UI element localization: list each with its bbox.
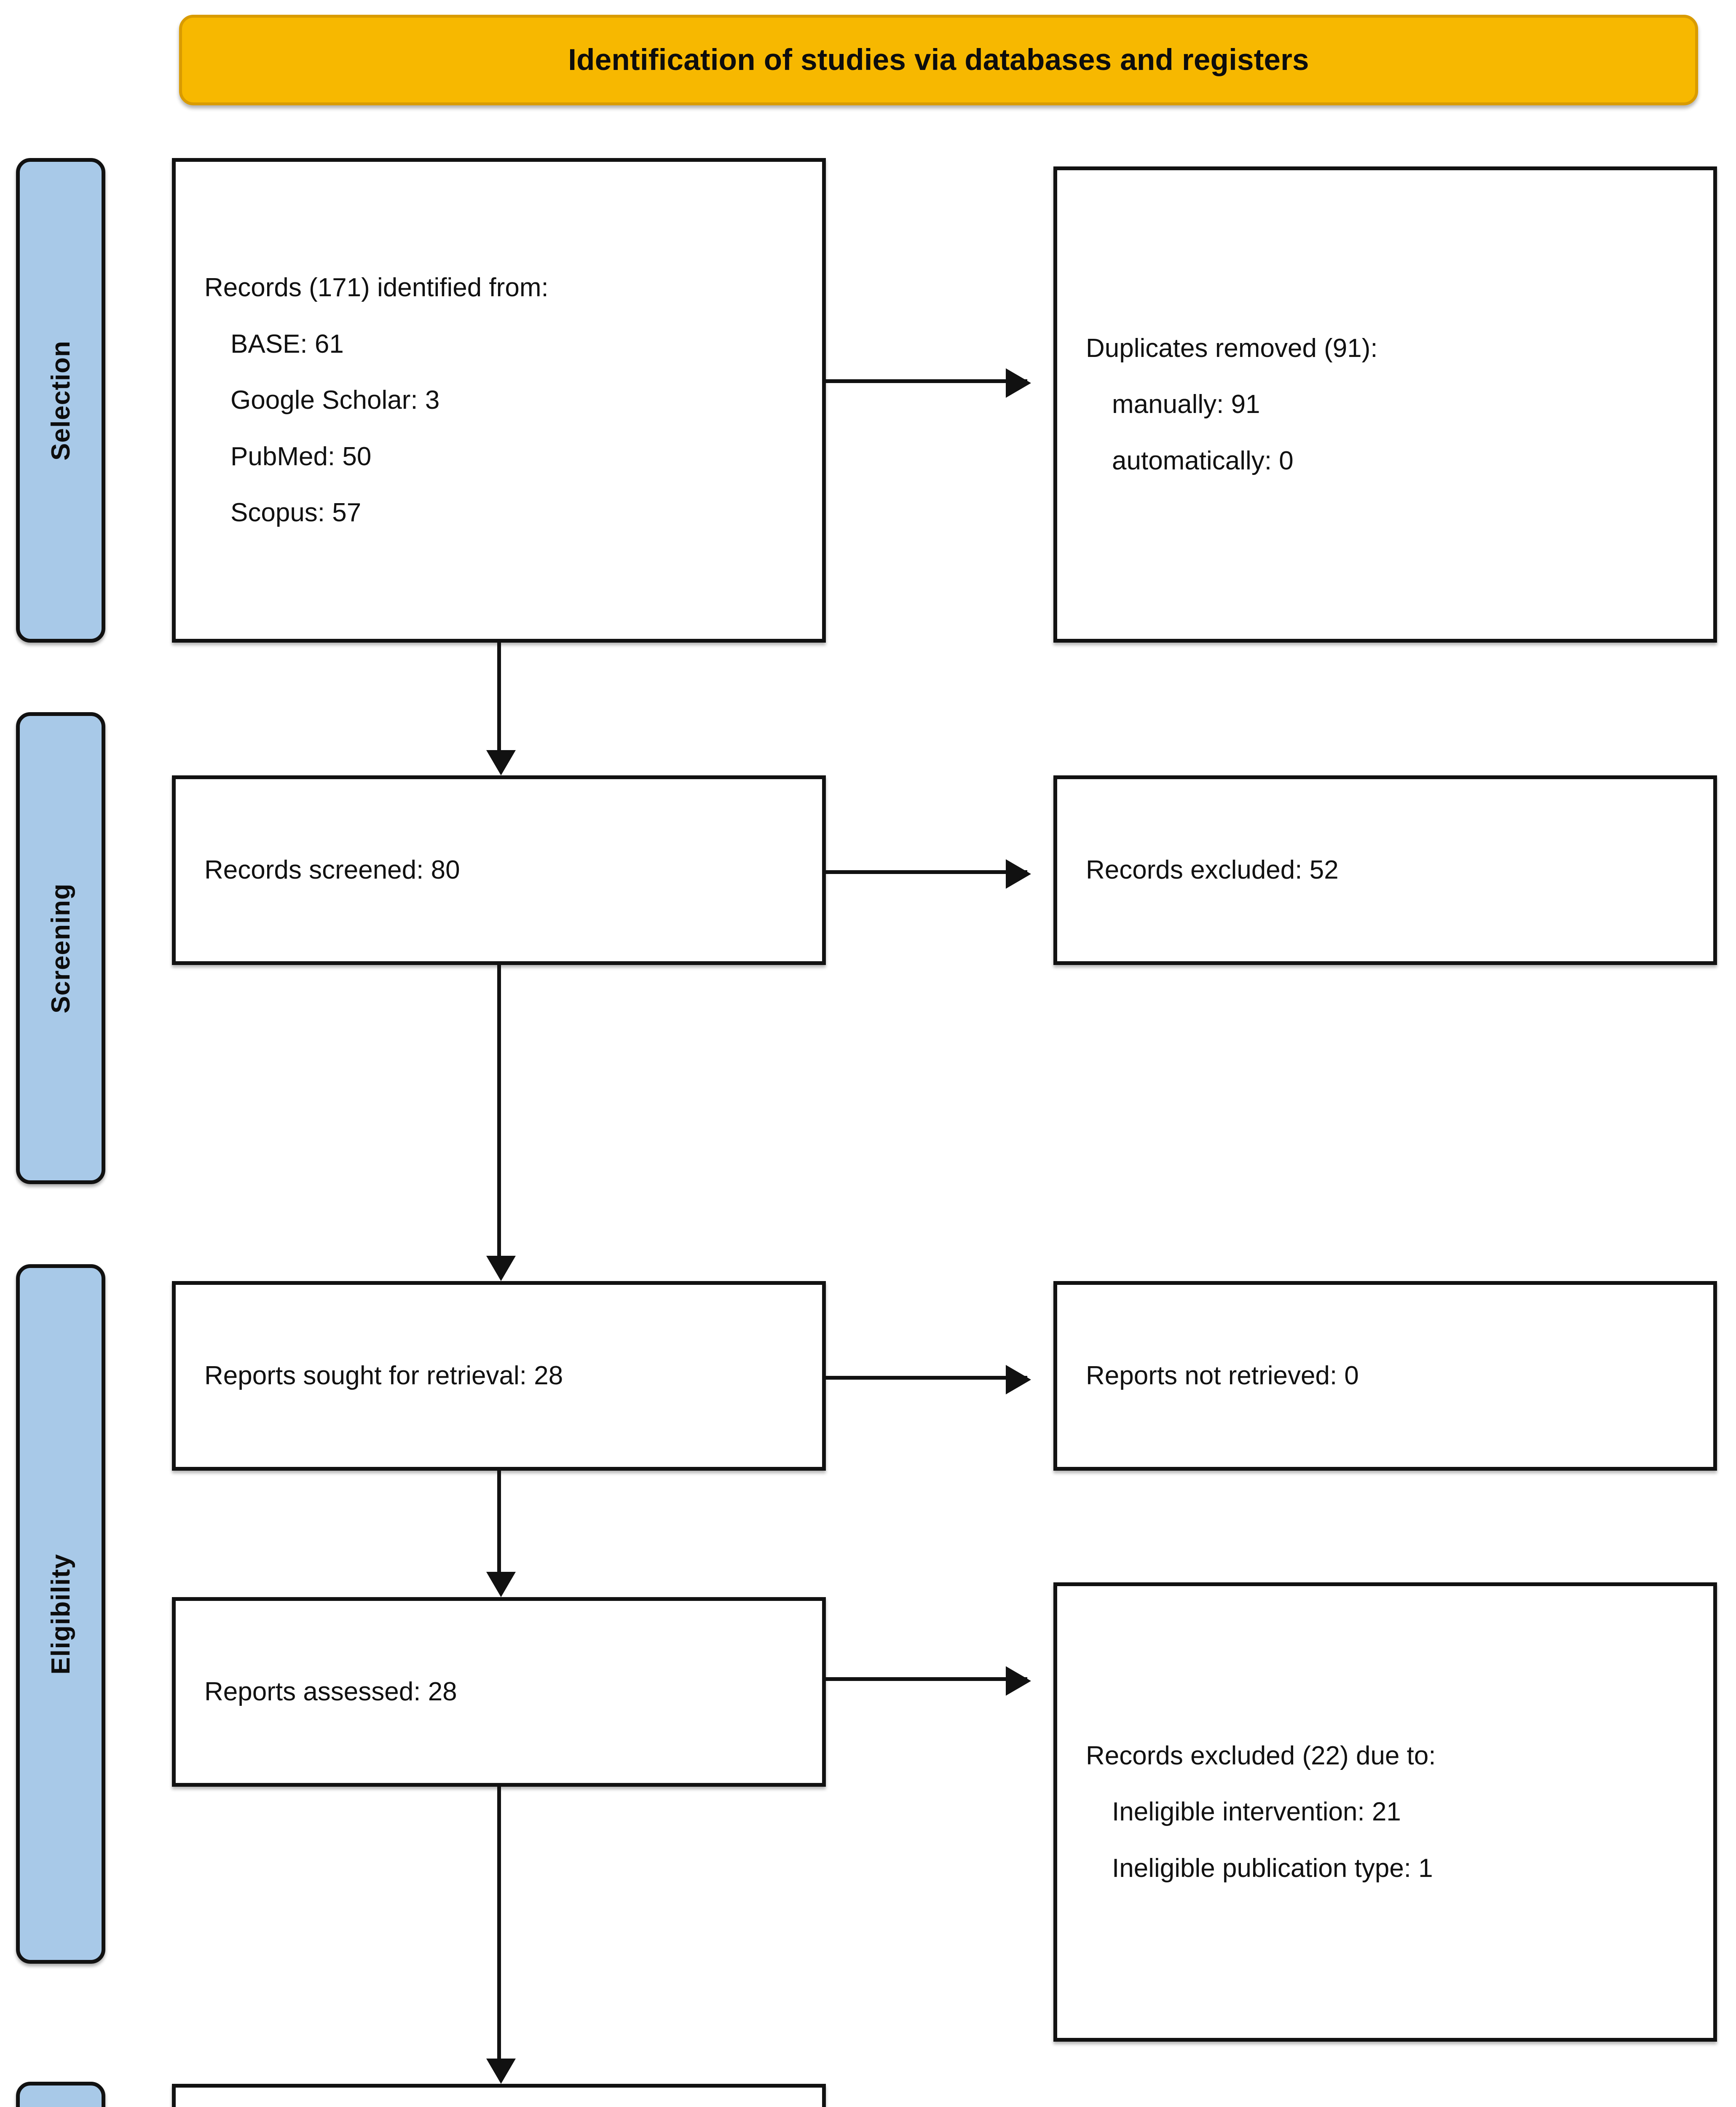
stage-bar-eligibility: Eligibility: [16, 1264, 105, 1964]
stage-label-screening: Screening: [46, 883, 75, 1013]
stage-label-selection: Selection: [46, 340, 75, 461]
arrow-identified-to-duplicates: [826, 368, 1031, 398]
arrow-sought-to-assessed: [486, 1471, 516, 1597]
stage-bar-selection: Selection: [16, 158, 105, 643]
stage-bar-screening: Screening: [16, 712, 105, 1184]
records-identified-item-pubmed: PubMed: 50: [230, 442, 372, 471]
excluded-reasons-heading: Records excluded (22) due to:: [1086, 1741, 1436, 1770]
excluded-reason-ineligible-publication-type: Ineligible publication type: 1: [1112, 1853, 1433, 1883]
duplicates-removed-item-automatically: automatically: 0: [1112, 446, 1294, 475]
arrow-screened-to-sought: [486, 965, 516, 1281]
records-excluded-heading: Records excluded: 52: [1086, 855, 1339, 885]
box-reports-assessed: Reports assessed: 28: [172, 1597, 826, 1787]
box-duplicates-removed: Duplicates removed (91): manually: 91 au…: [1053, 166, 1717, 643]
box-reports-not-retrieved: Reports not retrieved: 0: [1053, 1281, 1717, 1471]
duplicates-removed-heading: Duplicates removed (91):: [1086, 333, 1378, 363]
arrow-screened-to-excluded: [826, 859, 1031, 889]
reports-assessed-heading: Reports assessed: 28: [204, 1677, 457, 1707]
records-identified-item-scopus: Scopus: 57: [230, 498, 362, 528]
box-records-excluded-reasons: Records excluded (22) due to: Ineligible…: [1053, 1582, 1717, 2042]
records-identified-heading: Records (171) identified from:: [204, 273, 549, 303]
box-studies-included: Studies included in review: 6: [172, 2084, 826, 2107]
records-identified-item-google-scholar: Google Scholar: 3: [230, 386, 440, 415]
reports-sought-heading: Reports sought for retrieval: 28: [204, 1361, 563, 1391]
records-screened-heading: Records screened: 80: [204, 855, 460, 885]
arrow-identified-to-screened: [486, 643, 516, 775]
duplicates-removed-item-manually: manually: 91: [1112, 390, 1260, 419]
arrow-sought-to-not-retrieved: [826, 1365, 1031, 1394]
arrow-assessed-to-included: [486, 1787, 516, 2084]
stage-bar-included: Included: [16, 2082, 105, 2107]
diagram-header-banner: Identification of studies via databases …: [179, 15, 1698, 105]
arrow-assessed-to-excluded-reasons: [826, 1666, 1031, 1696]
box-records-identified: Records (171) identified from: BASE: 61 …: [172, 158, 826, 643]
box-reports-sought: Reports sought for retrieval: 28: [172, 1281, 826, 1471]
stage-label-eligibility: Eligibility: [46, 1553, 75, 1675]
excluded-reason-ineligible-intervention: Ineligible intervention: 21: [1112, 1797, 1401, 1827]
box-records-excluded: Records excluded: 52: [1053, 775, 1717, 965]
banner-title: Identification of studies via databases …: [568, 43, 1309, 77]
box-records-screened: Records screened: 80: [172, 775, 826, 965]
reports-not-retrieved-heading: Reports not retrieved: 0: [1086, 1361, 1359, 1391]
records-identified-item-base: BASE: 61: [230, 329, 344, 359]
